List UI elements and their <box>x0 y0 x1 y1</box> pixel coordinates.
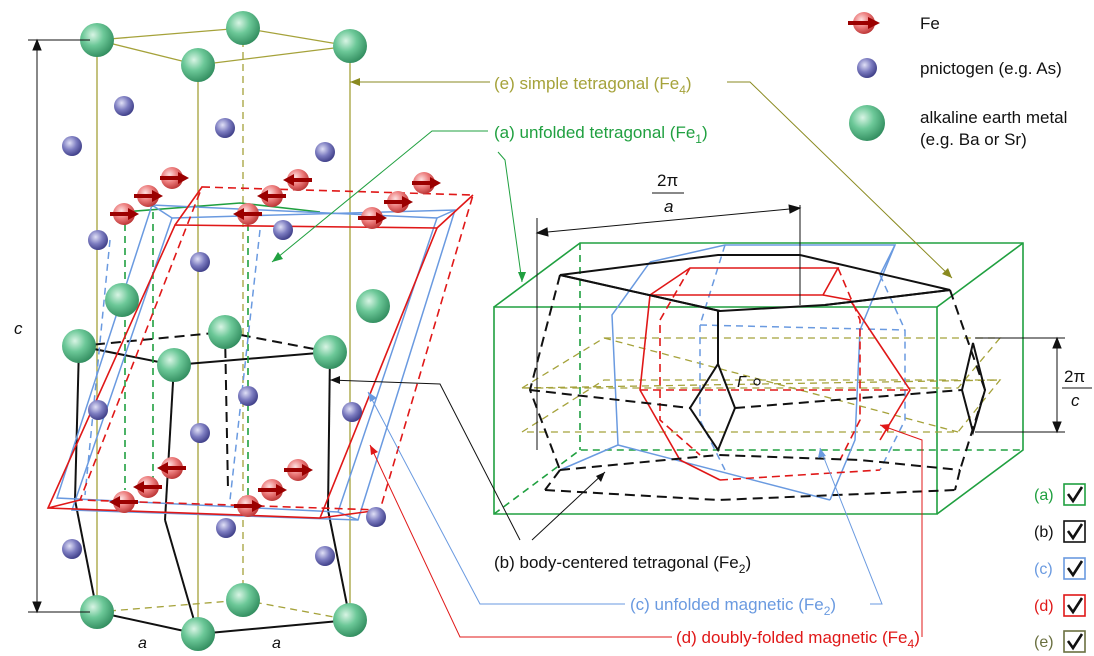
label-e-simple-tetragonal: (e) simple tetragonal (Fe4) <box>494 74 692 97</box>
toggle-d[interactable]: (d) <box>1034 594 1086 617</box>
atom-legend: Fe pnictogen (e.g. As) alkaline earth me… <box>848 12 1067 149</box>
alkaline-earth-atoms <box>62 11 390 651</box>
unfolded-tetragonal-cell <box>122 200 321 500</box>
label-a-unfolded-tetragonal: (a) unfolded tetragonal (Fe1) <box>494 123 708 146</box>
toggle-c-check-icon <box>1066 560 1084 578</box>
zone-toggles: (a) (b) (c) (d) (e) <box>1034 483 1086 653</box>
toggle-c[interactable]: (c) <box>1034 557 1086 580</box>
legend-pnictogen-label: pnictogen (e.g. As) <box>920 59 1062 78</box>
leader-lines <box>271 78 953 638</box>
toggle-a-check-icon <box>1066 486 1084 504</box>
simple-tetragonal-cell <box>96 27 351 634</box>
pnictogen-atoms <box>62 96 386 566</box>
label-d-doubly-folded-magnetic: (d) doubly-folded magnetic (Fe4) <box>676 628 920 651</box>
c-dimension <box>28 38 90 614</box>
gamma-point <box>753 378 761 386</box>
zone-d-shape <box>639 267 911 481</box>
toggle-a-label: (a) <box>1034 487 1054 504</box>
zone-e-box <box>519 337 1002 433</box>
toggle-d-check-icon <box>1066 597 1084 615</box>
toggle-a[interactable]: (a) <box>1034 483 1086 506</box>
legend-pnictogen: pnictogen (e.g. As) <box>857 58 1062 78</box>
toggle-c-label: (c) <box>1034 561 1053 578</box>
legend-fe: Fe <box>848 12 940 34</box>
toggle-e[interactable]: (e) <box>1034 630 1086 653</box>
unfolded-magnetic-cell <box>55 204 457 521</box>
zone-c-shape <box>559 244 906 501</box>
toggle-e-check-icon <box>1066 633 1084 651</box>
legend-alkaline-label-2: (e.g. Ba or Sr) <box>920 130 1027 149</box>
toggle-b-check-icon <box>1066 523 1084 541</box>
c-axis-label: c <box>14 319 23 338</box>
two-pi-over-a-dimension <box>535 204 802 450</box>
real-space-lattice: c a a <box>14 11 475 652</box>
two-pi-c-denominator: c <box>1071 391 1080 410</box>
brillouin-zones: Γ 2π a 2π c <box>493 171 1092 515</box>
toggle-b-label: (b) <box>1034 524 1054 541</box>
label-c-unfolded-magnetic: (c) unfolded magnetic (Fe2) <box>630 595 836 618</box>
zone-b-shape <box>528 254 987 502</box>
label-b-body-centered-tetragonal: (b) body-centered tetragonal (Fe2) <box>494 553 751 576</box>
toggle-b[interactable]: (b) <box>1034 520 1086 543</box>
two-pi-a-denominator: a <box>664 197 673 216</box>
a-axis-label-2: a <box>272 635 281 652</box>
toggle-e-label: (e) <box>1034 634 1054 651</box>
toggle-d-label: (d) <box>1034 598 1054 615</box>
body-centered-cell <box>74 331 351 635</box>
two-pi-c-numerator: 2π <box>1064 367 1085 386</box>
legend-alkaline: alkaline earth metal (e.g. Ba or Sr) <box>849 105 1067 149</box>
two-pi-over-c-dimension <box>975 336 1065 434</box>
iron-atoms <box>109 167 441 517</box>
legend-alkaline-label-1: alkaline earth metal <box>920 108 1067 127</box>
two-pi-a-numerator: 2π <box>657 171 678 190</box>
gamma-label: Γ <box>737 374 747 391</box>
legend-fe-label: Fe <box>920 14 940 33</box>
a-axis-label-1: a <box>138 635 147 652</box>
